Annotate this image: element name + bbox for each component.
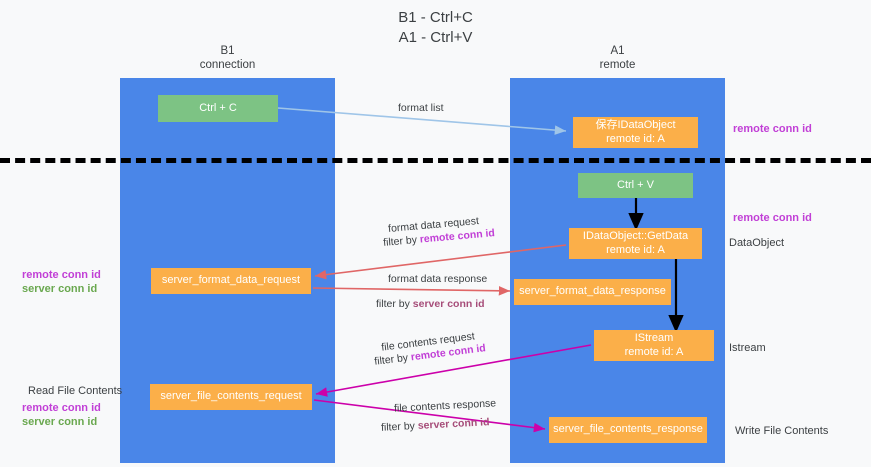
phase-divider [0, 158, 871, 163]
title-line-1: B1 - Ctrl+C [398, 9, 473, 26]
node-server-format-data-response-label: server_format_data_response [519, 285, 666, 298]
node-ctrl-c-label: Ctrl + C [199, 101, 237, 114]
annotation-left-conn-ids-top: remote conn id server conn id [22, 268, 101, 296]
node-server-format-data-request-label: server_format_data_request [161, 274, 301, 287]
title-line-2: A1 - Ctrl+V [398, 29, 473, 46]
edge-label-format-list: format list [398, 102, 444, 114]
node-ctrl-c[interactable]: Ctrl + C [158, 95, 278, 122]
annotation-left-conn-ids-bottom: remote conn id server conn id [22, 401, 101, 429]
page-title: B1 - Ctrl+C A1 - Ctrl+V [0, 8, 871, 48]
node-save-idataobject-line2: remote id: A [606, 132, 665, 145]
edge-format-data-response [312, 286, 511, 296]
filter-prefix: filter by [373, 351, 412, 368]
edge-label-file-contents-response: file contents response [393, 397, 497, 415]
node-server-file-contents-response[interactable]: server_file_contents_response [549, 417, 707, 443]
annotation-remote-conn-id-top: remote conn id [733, 123, 812, 135]
column-header-a1-sub: remote [599, 59, 636, 71]
node-istream-line2: remote id: A [624, 345, 684, 358]
annotation-left-server-conn-id-2: server conn id [22, 416, 98, 428]
node-save-idataobject[interactable]: 保存IDataObject remote id: A [573, 117, 698, 148]
edge-label-format-data-response-filter: filter by server conn id [376, 298, 485, 310]
node-server-file-contents-response-label: server_file_contents_response [553, 423, 703, 436]
node-idataobject-getdata-line2: remote id: A [606, 243, 665, 256]
filter-key-server-conn-id: server conn id [417, 416, 490, 432]
annotation-write-file-contents: Write File Contents [735, 425, 829, 437]
filter-key-server-conn-id: server conn id [412, 298, 485, 310]
annotation-left-remote-conn-id-2: remote conn id [22, 402, 101, 414]
node-idataobject-getdata[interactable]: IDataObject::GetData remote id: A [569, 228, 702, 259]
annotation-left-remote-conn-id-1: remote conn id [22, 269, 101, 281]
node-server-file-contents-request[interactable]: server_file_contents_request [150, 384, 312, 410]
node-istream[interactable]: IStream remote id: A [594, 330, 714, 361]
annotation-read-file-contents: Read File Contents [28, 385, 123, 397]
node-server-file-contents-request-label: server_file_contents_request [160, 390, 302, 403]
node-server-format-data-response[interactable]: server_format_data_response [514, 279, 671, 305]
filter-prefix: filter by [376, 298, 413, 310]
node-server-format-data-request[interactable]: server_format_data_request [151, 268, 311, 294]
column-header-b1-name: B1 [220, 45, 235, 57]
annotation-remote-conn-id-mid: remote conn id [733, 212, 812, 224]
edge-label-format-data-response: format data response [388, 273, 488, 285]
column-header-a1: A1 remote [510, 44, 725, 72]
node-istream-line1: IStream [634, 332, 674, 344]
node-ctrl-v[interactable]: Ctrl + V [578, 173, 693, 198]
filter-prefix: filter by [380, 419, 419, 434]
annotation-istream: Istream [729, 342, 766, 354]
node-ctrl-v-label: Ctrl + V [617, 178, 654, 191]
filter-prefix: filter by [382, 233, 421, 249]
column-header-b1-sub: connection [199, 59, 256, 71]
node-idataobject-getdata-line1: IDataObject::GetData [582, 230, 689, 242]
column-header-a1-name: A1 [610, 45, 625, 57]
annotation-dataobject: DataObject [729, 237, 785, 249]
column-header-b1: B1 connection [120, 44, 335, 72]
node-save-idataobject-line1: 保存IDataObject [595, 119, 676, 131]
annotation-left-server-conn-id-1: server conn id [22, 283, 98, 295]
edge-label-file-contents-response-filter: filter by server conn id [381, 416, 490, 434]
